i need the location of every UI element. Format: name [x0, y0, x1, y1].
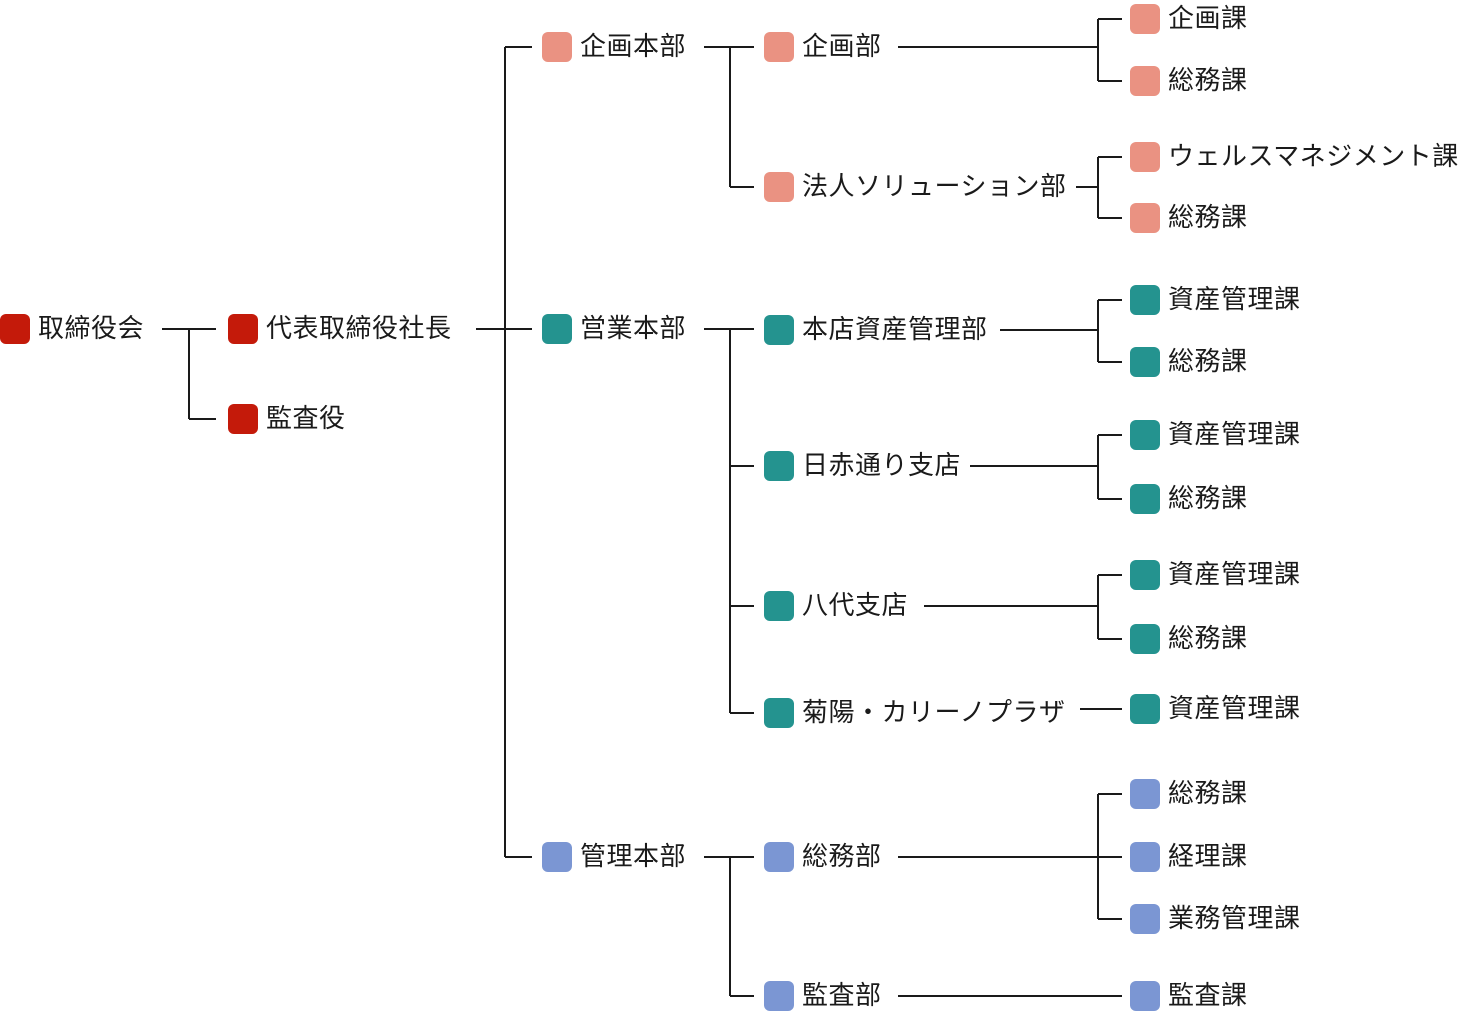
- sales-marker: [1130, 420, 1160, 450]
- node-department: 八代支店: [764, 589, 908, 623]
- sales-marker: [1130, 624, 1160, 654]
- planning-marker: [764, 32, 794, 62]
- node-section: 資産管理課: [1130, 418, 1301, 452]
- admin-marker: [1130, 981, 1160, 1011]
- node-division-sales: 営業本部: [542, 312, 686, 346]
- section-label: 資産管理課: [1168, 694, 1301, 724]
- node-section: 総務課: [1130, 201, 1248, 235]
- section-label: 総務課: [1168, 66, 1248, 96]
- admin-marker: [764, 981, 794, 1011]
- node-department: 法人ソリューション部: [764, 170, 1066, 204]
- node-department: 日赤通り支店: [764, 449, 961, 483]
- section-label: 資産管理課: [1168, 420, 1301, 450]
- node-president: 代表取締役社長: [228, 312, 452, 346]
- node-division-planning: 企画本部: [542, 30, 686, 64]
- executive-marker: [228, 404, 258, 434]
- department-label: 本店資産管理部: [802, 315, 988, 345]
- planning-marker: [1130, 142, 1160, 172]
- sales-marker: [764, 591, 794, 621]
- node-section: 監査課: [1130, 979, 1248, 1013]
- node-section: 総務課: [1130, 64, 1248, 98]
- node-department: 監査部: [764, 979, 882, 1013]
- admin-marker: [1130, 904, 1160, 934]
- node-section: 企画課: [1130, 2, 1248, 36]
- planning-marker: [1130, 66, 1160, 96]
- admin-marker: [1130, 842, 1160, 872]
- node-section: 総務課: [1130, 345, 1248, 379]
- admin-marker: [542, 842, 572, 872]
- section-label: 監査課: [1168, 981, 1248, 1011]
- section-label: 企画課: [1168, 4, 1248, 34]
- node-department: 企画部: [764, 30, 882, 64]
- department-label: 総務部: [802, 842, 882, 872]
- sales-marker: [1130, 560, 1160, 590]
- node-department: 菊陽・カリーノプラザ: [764, 696, 1065, 730]
- section-label: 総務課: [1168, 779, 1248, 809]
- department-label: 日赤通り支店: [802, 451, 962, 481]
- node-section: 資産管理課: [1130, 692, 1301, 726]
- section-label: 資産管理課: [1168, 560, 1301, 590]
- planning-marker: [1130, 4, 1160, 34]
- node-division-admin: 管理本部: [542, 840, 686, 874]
- node-section: 業務管理課: [1130, 902, 1301, 936]
- admin-marker: [764, 842, 794, 872]
- executive-marker: [0, 314, 30, 344]
- node-section: 総務課: [1130, 777, 1248, 811]
- division-label: 営業本部: [580, 314, 687, 344]
- node-section: 総務課: [1130, 482, 1248, 516]
- department-label: 監査部: [802, 981, 882, 1011]
- sales-marker: [1130, 347, 1160, 377]
- sales-marker: [542, 314, 572, 344]
- president-label: 代表取締役社長: [266, 314, 452, 344]
- planning-marker: [764, 172, 794, 202]
- department-label: 八代支店: [802, 591, 909, 621]
- admin-marker: [1130, 779, 1160, 809]
- section-label: 総務課: [1168, 624, 1248, 654]
- sales-marker: [764, 698, 794, 728]
- node-section: 総務課: [1130, 622, 1248, 656]
- executive-marker: [228, 314, 258, 344]
- node-auditor: 監査役: [228, 402, 346, 436]
- sales-marker: [764, 315, 794, 345]
- section-label: 総務課: [1168, 347, 1248, 377]
- node-section: 資産管理課: [1130, 283, 1301, 317]
- sales-marker: [1130, 285, 1160, 315]
- node-section: 資産管理課: [1130, 558, 1301, 592]
- department-label: 法人ソリューション部: [802, 172, 1067, 202]
- planning-marker: [1130, 203, 1160, 233]
- board-label: 取締役会: [38, 314, 145, 344]
- node-board: 取締役会: [0, 312, 144, 346]
- division-label: 企画本部: [580, 32, 687, 62]
- section-label: 総務課: [1168, 484, 1248, 514]
- node-section: 経理課: [1130, 840, 1248, 874]
- division-label: 管理本部: [580, 842, 687, 872]
- department-label: 企画部: [802, 32, 882, 62]
- node-department: 総務部: [764, 840, 882, 874]
- sales-marker: [1130, 694, 1160, 724]
- sales-marker: [1130, 484, 1160, 514]
- section-label: ウェルスマネジメント課: [1168, 142, 1459, 172]
- section-label: 経理課: [1168, 842, 1248, 872]
- section-label: 資産管理課: [1168, 285, 1301, 315]
- auditor-label: 監査役: [266, 404, 346, 434]
- sales-marker: [764, 451, 794, 481]
- section-label: 総務課: [1168, 203, 1248, 233]
- node-section: ウェルスマネジメント課: [1130, 140, 1459, 174]
- planning-marker: [542, 32, 572, 62]
- department-label: 菊陽・カリーノプラザ: [802, 698, 1066, 728]
- node-department: 本店資産管理部: [764, 313, 988, 347]
- section-label: 業務管理課: [1168, 904, 1301, 934]
